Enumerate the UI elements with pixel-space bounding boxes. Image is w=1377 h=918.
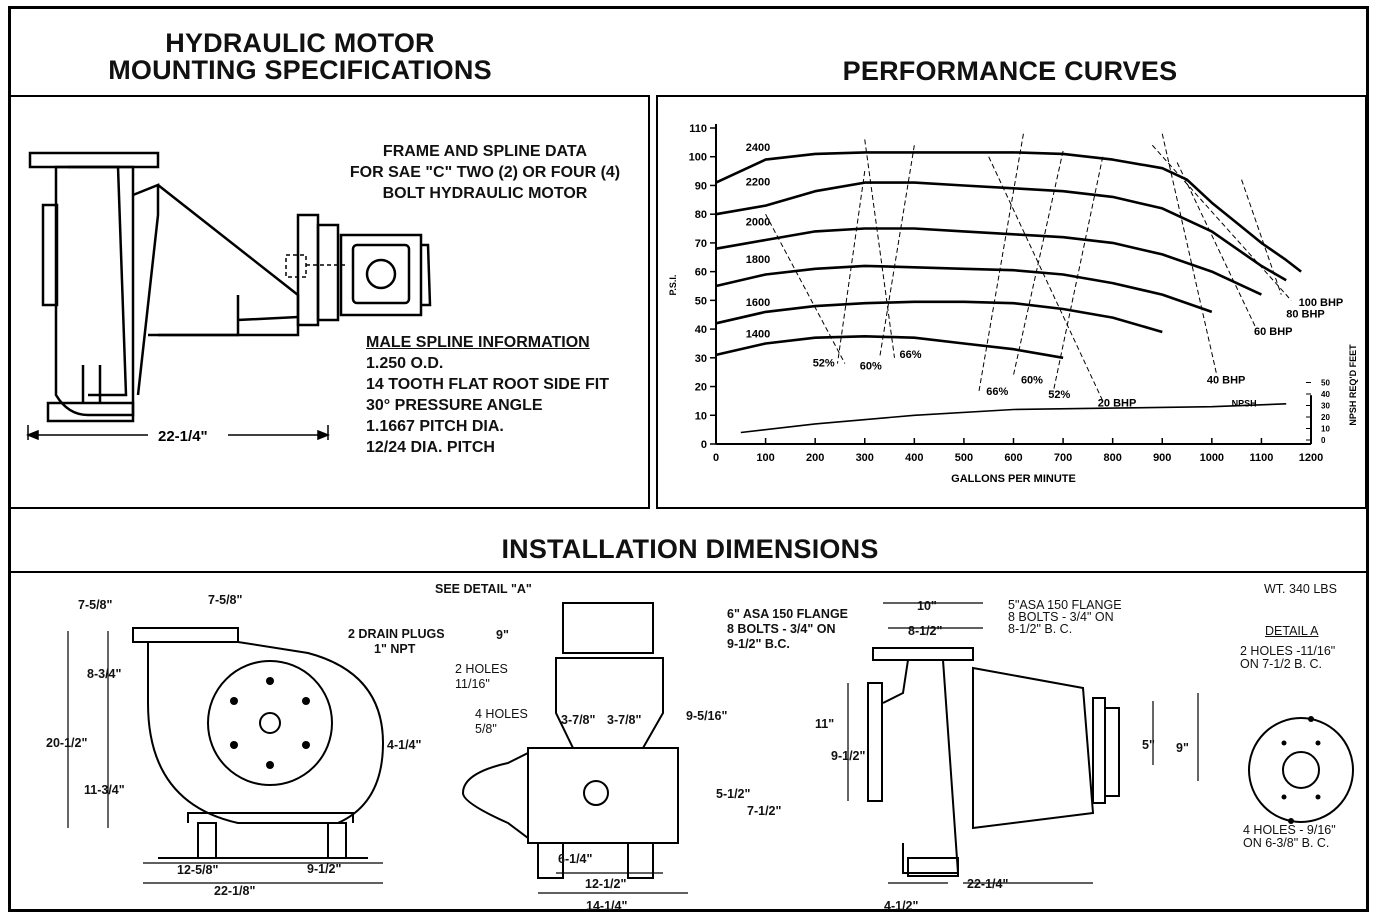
y2-tick-label: 40 bbox=[1321, 390, 1330, 399]
efficiency-contour bbox=[1151, 144, 1292, 301]
efficiency-label: 60% bbox=[860, 360, 882, 372]
y2-tick-label: 0 bbox=[1321, 436, 1326, 445]
efficiency-contour bbox=[1241, 179, 1282, 295]
x-tick-label: 200 bbox=[806, 452, 824, 464]
efficiency-contour bbox=[765, 213, 846, 364]
rpm-label: 2400 bbox=[746, 142, 770, 154]
x-tick-label: 900 bbox=[1153, 452, 1171, 464]
rpm-label: 1800 bbox=[746, 254, 770, 266]
rpm-label: 1400 bbox=[746, 329, 770, 341]
series-line-1400 bbox=[715, 335, 1064, 360]
y-tick-label: 20 bbox=[695, 382, 707, 394]
bhp-label: 100 BHP bbox=[1299, 297, 1344, 309]
spline-info: MALE SPLINE INFORMATION 1.250 O.D. 14 TO… bbox=[366, 332, 656, 458]
spline-line-1: 1.250 O.D. bbox=[366, 355, 444, 372]
rpm-label: 1600 bbox=[746, 297, 770, 309]
installation-drawings bbox=[67, 602, 1354, 894]
bhp-label: NPSH bbox=[1232, 399, 1257, 409]
series-line-npsh bbox=[740, 403, 1287, 434]
installation-divider bbox=[8, 571, 1369, 573]
y-tick-label: 90 bbox=[695, 180, 707, 192]
efficiency-contour bbox=[1013, 150, 1064, 376]
mounting-title: HYDRAULIC MOTOR MOUNTING SPECIFICATIONS bbox=[108, 28, 492, 85]
spline-line-2: 14 TOOTH FLAT ROOT SIDE FIT bbox=[366, 376, 609, 393]
length-dim-label: 22-1/4" bbox=[158, 428, 208, 445]
efficiency-contour bbox=[836, 171, 866, 364]
performance-panel bbox=[656, 95, 1367, 509]
y-tick-label: 60 bbox=[695, 267, 707, 279]
x-tick-label: 400 bbox=[905, 452, 923, 464]
installation-title: INSTALLATION DIMENSIONS bbox=[501, 534, 879, 564]
series-line-1600 bbox=[715, 300, 1163, 334]
y-tick-label: 100 bbox=[689, 152, 707, 164]
y-axis-label: P.S.I. bbox=[668, 275, 678, 296]
efficiency-contour bbox=[1052, 156, 1104, 393]
efficiency-label: 60% bbox=[1021, 375, 1043, 387]
x-tick-label: 500 bbox=[955, 452, 973, 464]
y2-axis-label: NPSH REQ'D FEET bbox=[1348, 344, 1358, 426]
spline-line-5: 12/24 DIA. PITCH bbox=[366, 439, 495, 456]
bhp-label: 60 BHP bbox=[1254, 326, 1293, 338]
y-tick-label: 40 bbox=[695, 324, 707, 336]
x-tick-label: 300 bbox=[856, 452, 874, 464]
x-tick-label: 100 bbox=[756, 452, 774, 464]
bhp-label: 20 BHP bbox=[1098, 398, 1137, 410]
x-tick-label: 600 bbox=[1004, 452, 1022, 464]
y-tick-label: 0 bbox=[701, 439, 707, 451]
efficiency-contour bbox=[978, 133, 1024, 393]
performance-title: PERFORMANCE CURVES bbox=[842, 56, 1178, 86]
bhp-label: 40 BHP bbox=[1207, 375, 1246, 387]
efficiency-label: 52% bbox=[1048, 389, 1070, 401]
efficiency-contour bbox=[864, 139, 895, 358]
series-line-2000 bbox=[715, 227, 1262, 296]
efficiency-contour bbox=[988, 156, 1104, 402]
y2-tick-label: 10 bbox=[1321, 425, 1330, 434]
bhp-label: 80 BHP bbox=[1286, 309, 1325, 321]
rpm-label: 2200 bbox=[746, 176, 770, 188]
series-line-1800 bbox=[715, 264, 1213, 314]
y-tick-label: 10 bbox=[695, 410, 707, 422]
efficiency-label: 66% bbox=[986, 386, 1008, 398]
series-line-2400 bbox=[715, 151, 1302, 273]
y2-tick-label: 20 bbox=[1321, 413, 1330, 422]
x-tick-label: 1200 bbox=[1299, 452, 1323, 464]
rpm-label: 2000 bbox=[746, 217, 770, 229]
frame-spline-note: FRAME AND SPLINE DATA FOR SAE "C" TWO (2… bbox=[349, 143, 621, 202]
x-tick-label: 800 bbox=[1103, 452, 1121, 464]
spline-heading: MALE SPLINE INFORMATION bbox=[366, 334, 590, 351]
spline-line-4: 1.1667 PITCH DIA. bbox=[366, 418, 504, 435]
y-tick-label: 50 bbox=[695, 295, 707, 307]
y2-tick-label: 30 bbox=[1321, 402, 1330, 411]
x-tick-label: 1000 bbox=[1200, 452, 1224, 464]
series-line-2200 bbox=[715, 181, 1287, 282]
y-tick-label: 80 bbox=[695, 209, 707, 221]
efficiency-contour bbox=[1161, 133, 1218, 376]
mounting-panel bbox=[8, 95, 650, 509]
spline-line-3: 30° PRESSURE ANGLE bbox=[366, 397, 543, 414]
x-tick-label: 1100 bbox=[1249, 452, 1273, 464]
efficiency-contour bbox=[1176, 162, 1257, 330]
motor-mounting-drawing: 22-1/4" bbox=[25, 151, 432, 445]
efficiency-contour bbox=[879, 145, 915, 358]
y-tick-label: 30 bbox=[695, 353, 707, 365]
x-tick-label: 0 bbox=[713, 452, 719, 464]
efficiency-label: 66% bbox=[899, 349, 921, 361]
y-tick-label: 70 bbox=[695, 238, 707, 250]
efficiency-label: 52% bbox=[813, 357, 835, 369]
x-axis-label: GALLONS PER MINUTE bbox=[951, 473, 1076, 485]
y-tick-label: 110 bbox=[689, 123, 707, 135]
y2-tick-label: 50 bbox=[1321, 379, 1330, 388]
x-tick-label: 700 bbox=[1054, 452, 1072, 464]
